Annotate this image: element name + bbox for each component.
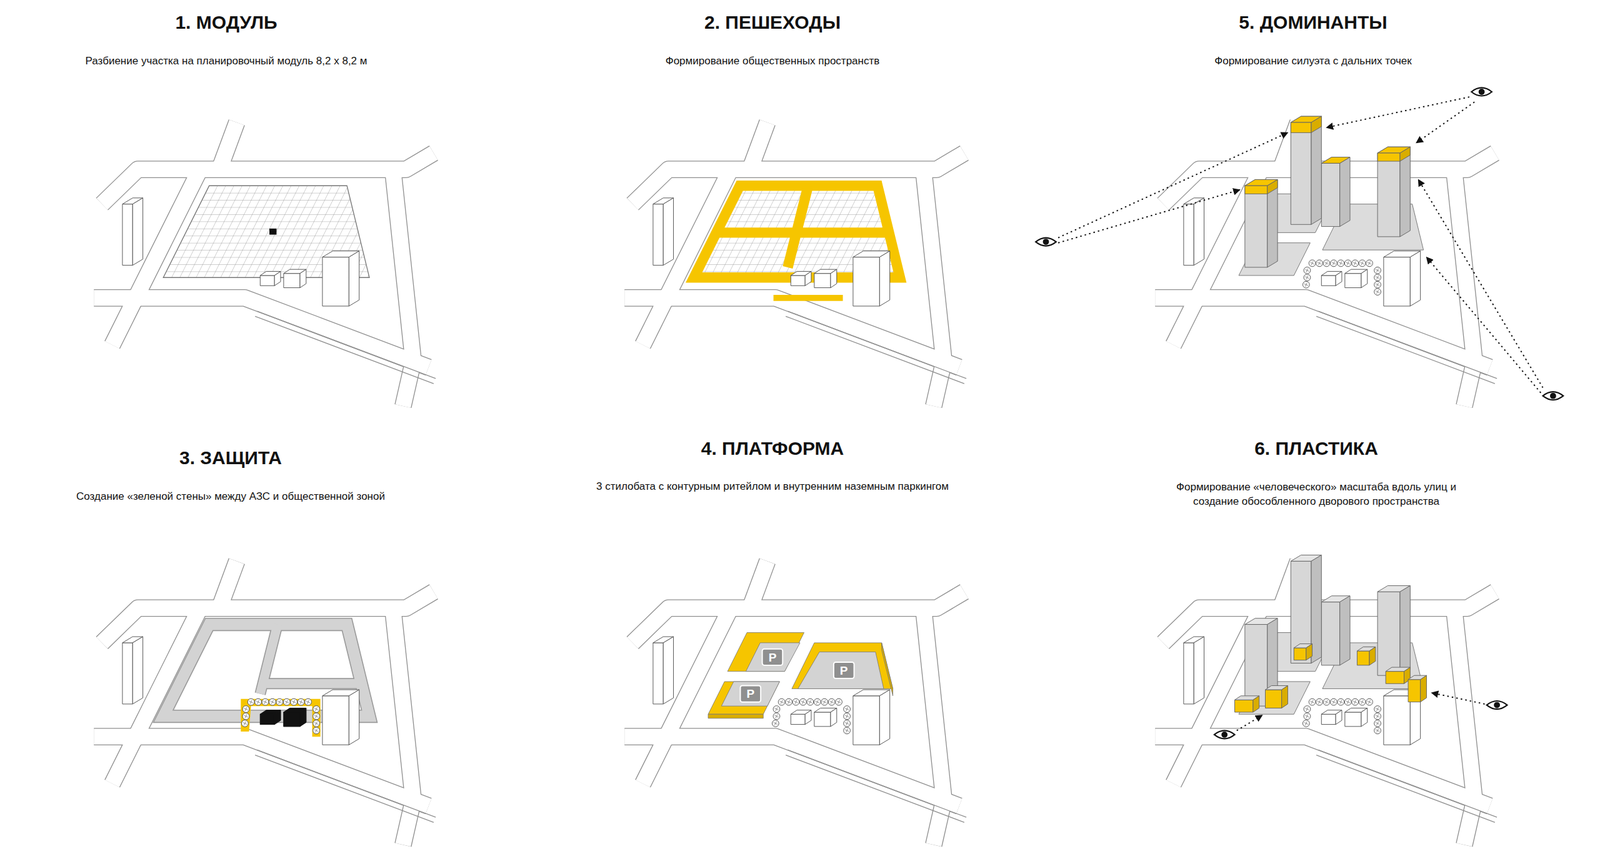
tree-row bbox=[1302, 698, 1381, 735]
street-network bbox=[624, 561, 967, 845]
viewpoint-eye bbox=[1471, 87, 1492, 96]
parking-icon bbox=[740, 649, 854, 703]
plasticity-panel bbox=[1155, 555, 1497, 845]
existing-buildings bbox=[122, 636, 360, 745]
street-network bbox=[93, 561, 436, 845]
tower-block bbox=[1245, 116, 1410, 268]
panel-title: 1. МОДУЛЬ bbox=[38, 11, 414, 34]
gas-station bbox=[260, 708, 306, 727]
panel-title: 3. ЗАЩИТА bbox=[43, 446, 419, 470]
panel-caption: Формирование общественных пространств bbox=[535, 54, 1010, 69]
dominants-panel bbox=[1155, 116, 1497, 407]
module-panel bbox=[93, 122, 436, 407]
platform-panel bbox=[624, 561, 967, 845]
viewpoint-eye bbox=[1543, 391, 1564, 400]
low-rise-block bbox=[1235, 644, 1427, 713]
module-cell bbox=[269, 228, 277, 235]
panel-title: 5. ДОМИНАНТЫ bbox=[1125, 11, 1501, 34]
street-network bbox=[624, 122, 967, 407]
street-network bbox=[93, 122, 436, 407]
panel-title: 6. ПЛАСТИКА bbox=[1128, 437, 1504, 460]
panel-caption: Формирование «человеческого» масштаба вд… bbox=[1160, 480, 1473, 510]
viewpoint-eye bbox=[1486, 701, 1508, 710]
panel-title: 2. ПЕШЕХОДЫ bbox=[585, 11, 960, 34]
tree-row bbox=[1302, 260, 1381, 296]
view-line bbox=[1236, 693, 1485, 731]
tower-crown bbox=[1245, 116, 1410, 194]
view-line bbox=[1058, 96, 1544, 394]
existing-buildings bbox=[653, 636, 890, 745]
panel-caption: Разбиение участка на планировочный модул… bbox=[0, 54, 464, 69]
existing-buildings bbox=[122, 198, 360, 307]
parking-label: P bbox=[840, 664, 849, 677]
parking-label: P bbox=[746, 688, 755, 700]
existing-buildings bbox=[653, 198, 890, 307]
viewpoint-eye bbox=[1214, 730, 1235, 739]
tree-row bbox=[241, 698, 320, 735]
tower-block bbox=[1245, 555, 1410, 707]
panel-caption: Создание «зеленой стены» между АЗС и общ… bbox=[5, 490, 456, 505]
panel-title: 4. ПЛАТФОРМА bbox=[585, 437, 960, 460]
green-wall bbox=[240, 699, 320, 737]
panel-caption: 3 стилобата с контурным ритейлом и внутр… bbox=[528, 480, 1017, 495]
pedestrian-panel bbox=[624, 122, 967, 407]
viewpoint-eye bbox=[1035, 238, 1057, 247]
panel-caption: Формирование силуэта с дальних точек bbox=[1075, 54, 1551, 69]
parking-label: P bbox=[768, 651, 777, 664]
tree-row bbox=[771, 698, 850, 735]
protection-panel bbox=[93, 561, 436, 845]
